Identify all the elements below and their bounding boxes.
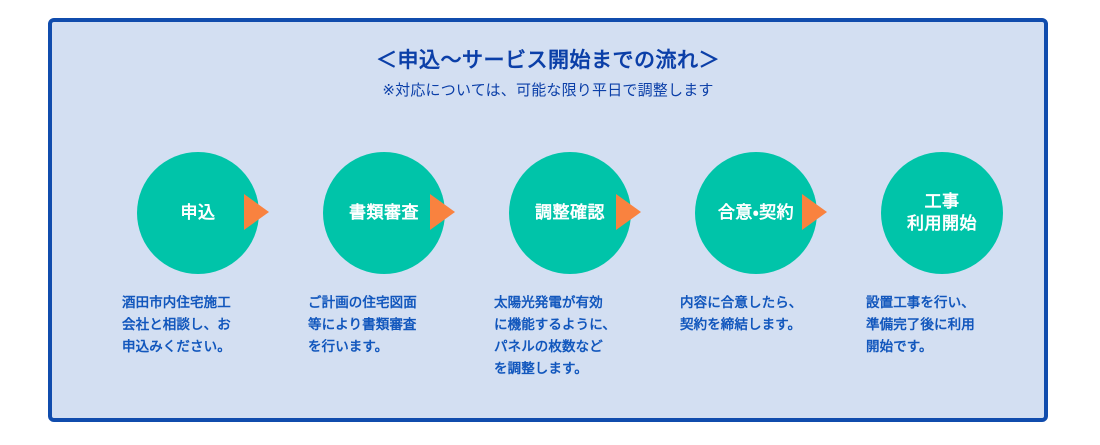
step-label-2: 書類審査	[349, 203, 419, 223]
page-title: ＜申込〜サービス開始までの流れ＞	[376, 49, 720, 72]
arrow-right-icon-4	[802, 194, 827, 230]
step-caption-3: 太陽光発電が有効 に機能するように、 パネルの枚数など を調整します。	[494, 295, 616, 376]
process-step-1: 申込 酒田市内住宅施工 会社と相談し、お 申込みください。	[113, 134, 283, 414]
process-step-4: 合意・契約 内容に合意したら、 契約を締結します。	[671, 134, 841, 414]
step-label-3: 調整確認	[535, 203, 605, 223]
panel-heading: ＜申込〜サービス開始までの流れ＞ ※対応については、可能な限り平日で調整します	[52, 48, 1044, 100]
step-circle-5: 工事 利用開始	[881, 152, 1003, 274]
step-label-5: 工事 利用開始	[907, 192, 977, 233]
step-circle-1: 申込	[137, 152, 259, 274]
arrow-right-icon-1	[244, 194, 269, 230]
step-circle-3: 調整確認	[509, 152, 631, 274]
panel-subtitle: ※対応については、可能な限り平日で調整します	[382, 82, 714, 100]
step-caption-4: 内容に合意したら、 契約を締結します。	[680, 295, 803, 332]
step-label-1: 申込	[180, 203, 216, 223]
step-circle-4: 合意・契約	[695, 152, 817, 274]
arrow-right-icon-3	[616, 194, 641, 230]
process-step-3: 調整確認 太陽光発電が有効 に機能するように、 パネルの枚数など を調整します。	[485, 134, 655, 414]
arrow-right-icon-2	[430, 194, 455, 230]
step-caption-2: ご計画の住宅図面 等により書類審査 を行います。	[308, 295, 417, 354]
step-circle-2: 書類審査	[323, 152, 445, 274]
step-label-4: 合意・契約	[717, 203, 795, 223]
process-step-2: 書類審査 ご計画の住宅図面 等により書類審査 を行います。	[299, 134, 469, 414]
step-caption-5: 設置工事を行い、 準備完了後に利用 開始です。	[866, 295, 975, 354]
step-caption-1: 酒田市内住宅施工 会社と相談し、お 申込みください。	[122, 295, 231, 354]
process-step-5: 工事 利用開始 設置工事を行い、 準備完了後に利用 開始です。	[857, 134, 1027, 414]
process-steps-row: 申込 酒田市内住宅施工 会社と相談し、お 申込みください。 書類審査 ご計画の住…	[52, 134, 1044, 414]
process-flow-panel: ＜申込〜サービス開始までの流れ＞ ※対応については、可能な限り平日で調整します …	[48, 18, 1048, 422]
